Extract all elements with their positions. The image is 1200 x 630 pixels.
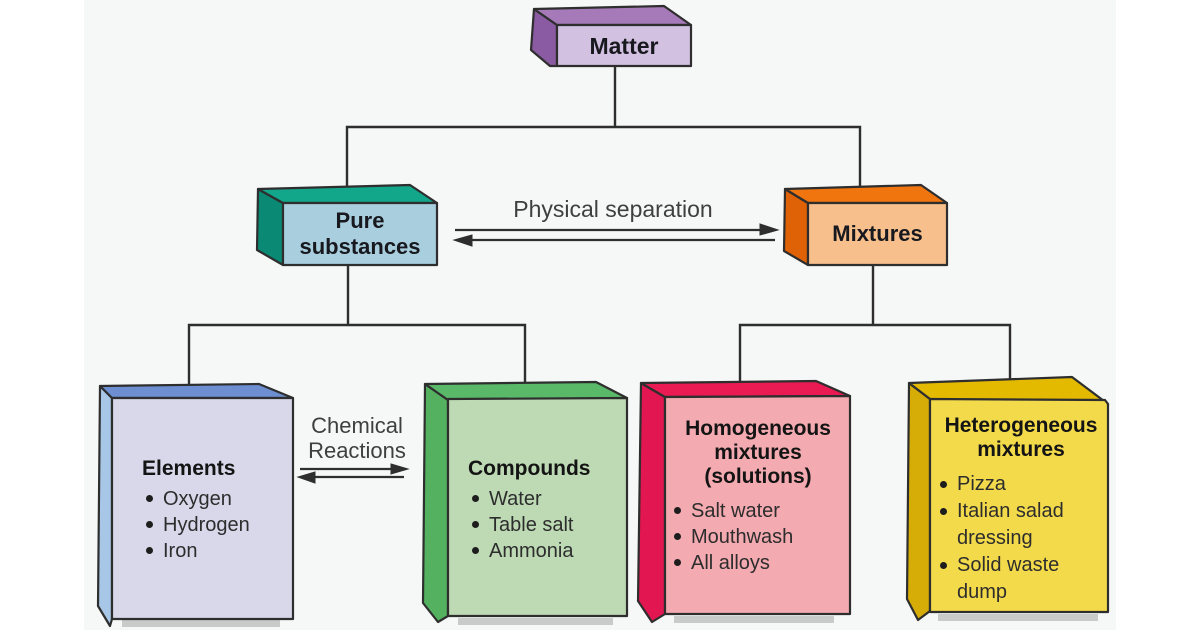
list-item: Iron [144,538,290,564]
list-item: All alloys [672,550,850,576]
pure-substances-box-top-face [256,183,439,205]
physical-separation-label: Physical separation [513,196,713,222]
list-item: Mouthwash [672,524,850,550]
connector-pure-children [187,323,527,393]
homogeneous-mixtures-content: Homogeneous mixtures (solutions) Salt wa… [666,417,850,576]
heterogeneous-mixtures-box [905,375,1110,622]
homogeneous-mixtures-list: Salt water Mouthwash All alloys [666,498,850,576]
elements-content: Elements Oxygen Hydrogen Iron [138,457,290,564]
list-item: Table salt [470,512,624,538]
physical-separation-arrowhead-left [452,234,473,247]
homogeneous-shadow [674,616,834,623]
connector-lines [187,63,1012,393]
homogeneous-mixtures-box-top-face [639,379,852,399]
elements-title: Elements [142,457,236,480]
physical-separation-arrowhead-right [759,223,780,236]
heterogeneous-shadow [938,614,1098,621]
compounds-box-front-face [446,396,629,618]
list-item: Oxygen [144,486,290,512]
chemical-reactions-arrowhead-right [390,463,410,475]
homogeneous-mixtures-box-front-face [663,394,852,616]
heterogeneous-mixtures-box-side-face [905,381,932,622]
mixtures-box-front-face [806,201,949,267]
heterogeneous-mixtures-title: Heterogeneous mixtures [944,414,1098,461]
chemical-reactions-arrowhead-left [296,471,316,484]
compounds-shadow [458,618,613,625]
mixtures-node-label: Mixtures [832,221,923,246]
heterogeneous-mixtures-box-front-face [928,397,1110,614]
list-item: Solid waste dump [938,552,1080,606]
homogeneous-mixtures-box [636,379,852,624]
pure-substances-node-label: Pure substances [299,208,421,259]
list-item: Italian salad dressing [938,498,1080,552]
elements-box-side-face [96,384,114,628]
elements-box-top-face [98,382,295,400]
heterogeneous-mixtures-content: Heterogeneous mixtures Pizza Italian sal… [932,414,1110,606]
physical-separation-arrows [452,223,780,247]
compounds-box [421,380,629,624]
homogeneous-mixtures-title: Homogeneous mixtures (solutions) [685,417,831,488]
list-item: Water [470,486,624,512]
connector-mixtures-children [738,323,1012,393]
box-shadows [122,614,1098,627]
compounds-title: Compounds [468,457,591,480]
elements-shadow [122,620,280,627]
connector-level2 [345,125,862,193]
matter-box-front-face [555,23,693,68]
heterogeneous-mixtures-list: Pizza Italian salad dressing Solid waste… [932,471,1080,606]
matter-box [529,4,693,68]
elements-box-front-face [110,396,295,621]
pure-substances-box-front-face [281,201,439,267]
chemical-reactions-label: Chemical Reactions [308,413,406,463]
compounds-content: Compounds Water Table salt Ammonia [464,457,624,564]
matter-node-label: Matter [589,32,659,59]
list-item: Ammonia [470,538,624,564]
elements-box [96,382,295,628]
homogeneous-mixtures-box-side-face [636,381,667,624]
list-item: Hydrogen [144,512,290,538]
compounds-list: Water Table salt Ammonia [464,486,624,564]
list-item: Salt water [672,498,850,524]
compounds-box-side-face [421,382,450,624]
elements-list: Oxygen Hydrogen Iron [138,486,290,564]
matter-box-top-face [532,4,693,27]
mixtures-box [782,183,949,267]
pure-substances-box [255,183,439,267]
chemical-reactions-arrows [296,463,410,484]
list-item: Pizza [938,471,1080,498]
mixtures-box-top-face [783,183,949,205]
